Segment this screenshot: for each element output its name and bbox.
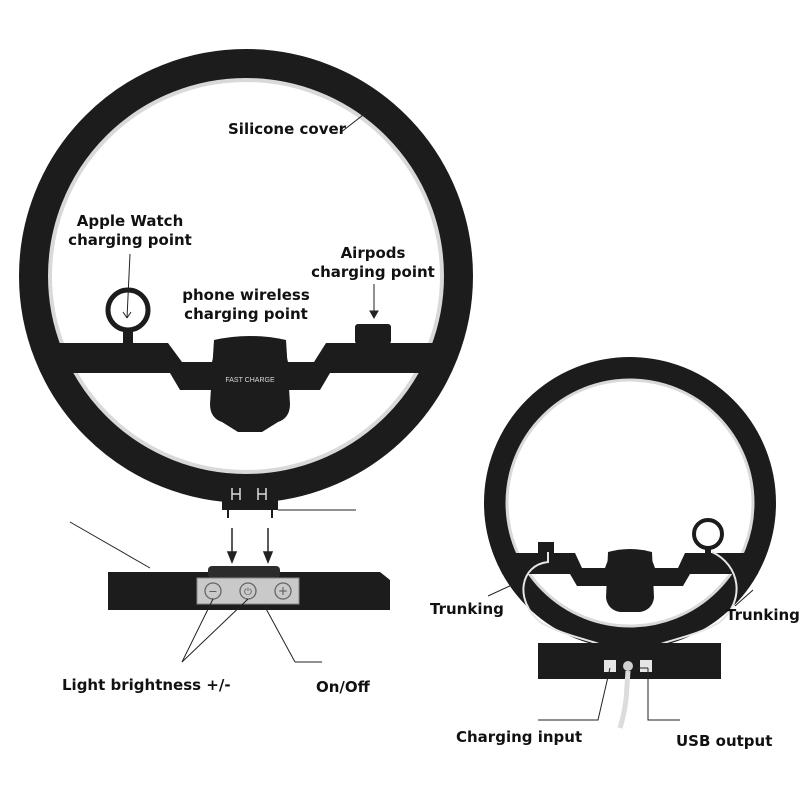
- small-watch-puck: [692, 518, 724, 550]
- small-phone-pad: [606, 549, 654, 612]
- fast-charge-text: FAST CHARGE: [225, 377, 275, 384]
- leader-lines-left: [69, 107, 379, 663]
- trunking-right-label: Trunking: [726, 606, 800, 624]
- phone-pad: [210, 336, 290, 432]
- apple-watch-label-line2: charging point: [68, 231, 192, 249]
- phone-wireless-label: phone wireless charging point: [180, 286, 312, 324]
- usb-cable: [617, 670, 631, 729]
- small-ring: [484, 357, 776, 649]
- trunking-left-label: Trunking: [430, 600, 504, 618]
- usb-output-label: USB output: [676, 732, 773, 750]
- large-lamp: FAST CHARGE: [19, 49, 473, 518]
- light-brightness-label: Light brightness +/-: [62, 676, 231, 694]
- airpods-label-line1: Airpods: [340, 244, 406, 262]
- minus-glyph: −: [208, 585, 217, 598]
- base-socket: [208, 566, 280, 578]
- power-glyph: ⏻: [244, 587, 252, 598]
- plus-glyph: +: [278, 584, 288, 598]
- small-ring-inner-glow: [505, 378, 755, 628]
- apple-watch-label-line1: Apple Watch: [76, 212, 184, 230]
- phone-wireless-label-line1: phone wireless: [182, 286, 310, 304]
- airpods-label: Airpods charging point: [310, 244, 436, 282]
- watch-stem: [123, 328, 133, 346]
- airpods-label-line2: charging point: [311, 263, 435, 281]
- airpods-post: [355, 324, 391, 344]
- silicone-cover-label: Silicone cover: [228, 120, 347, 138]
- leader-lines-right: [487, 583, 754, 721]
- phone-wireless-label-line2: charging point: [184, 305, 308, 323]
- apple-watch-label: Apple Watch charging point: [66, 212, 194, 250]
- charging-input-label: Charging input: [456, 728, 583, 746]
- small-lamp: [484, 357, 776, 729]
- insert-arrows: [226, 528, 274, 565]
- connector-block: [222, 484, 278, 510]
- on-off-label: On/Off: [316, 678, 370, 696]
- connector-pins: [231, 488, 267, 500]
- small-airpods-post: [538, 542, 554, 556]
- plus-button[interactable]: [274, 582, 292, 600]
- large-ring-inner-glow: [48, 78, 444, 474]
- base-unit: − ⏻ +: [108, 566, 390, 610]
